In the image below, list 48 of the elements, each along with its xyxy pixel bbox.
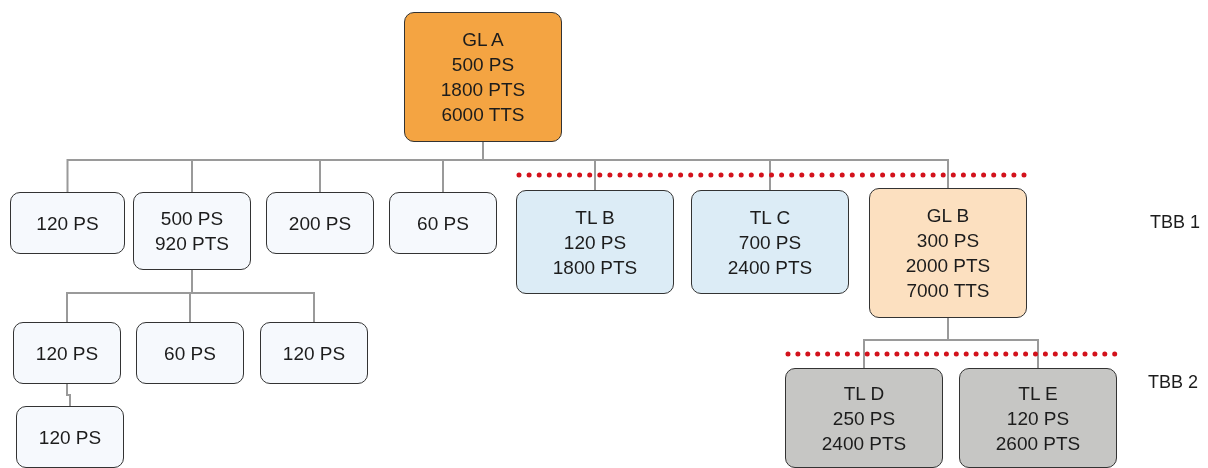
org-box: [136, 322, 244, 384]
box-text: 7000 TTS: [906, 279, 990, 303]
org-box: [13, 322, 121, 384]
box-text: 2000 PTS: [905, 254, 991, 278]
connector-line: [947, 317, 1039, 369]
box-text: TL E: [1018, 381, 1058, 406]
box-text: TL C: [749, 205, 791, 230]
box-text: 1800 PTS: [552, 255, 638, 280]
connector-line: [66, 383, 71, 407]
tier-label: TBB 1: [1150, 212, 1201, 233]
box-text: 200 PS: [288, 211, 352, 236]
box-text: 120 PS: [35, 341, 99, 366]
box-text: 2400 PTS: [727, 255, 813, 280]
org-box: [10, 192, 125, 254]
box-text: 500 PS: [451, 53, 515, 77]
org-box: [691, 190, 849, 294]
box-text: 60 PS: [417, 211, 469, 236]
connector-line: [191, 269, 315, 323]
box-text: 300 PS: [916, 229, 980, 253]
box-text: GL A: [462, 28, 504, 52]
box-text: GL B: [926, 204, 970, 228]
org-box: [869, 188, 1027, 318]
tier-label: TBB 2: [1148, 372, 1199, 393]
org-box: [785, 368, 943, 468]
org-box: [959, 368, 1117, 468]
box-text: 120 PS: [38, 425, 102, 450]
box-text: 6000 TTS: [441, 103, 525, 127]
box-text: 920 PTS: [155, 232, 229, 256]
box-text: 500 PS: [160, 207, 224, 231]
box-text: 700 PS: [738, 230, 802, 255]
org-box: [516, 190, 674, 294]
org-box: [260, 322, 368, 384]
org-box: [404, 12, 562, 142]
box-text: 2400 PTS: [821, 431, 907, 456]
box-text: 120 PS: [1006, 406, 1070, 431]
box-text: 120 PS: [36, 211, 99, 236]
org-box: [266, 192, 374, 254]
box-text: TL D: [843, 381, 885, 406]
box-text: TL B: [575, 205, 615, 230]
box-text: 1800 PTS: [440, 78, 526, 102]
box-text: 120 PS: [563, 230, 627, 255]
box-text: 250 PS: [832, 406, 896, 431]
box-text: 120 PS: [282, 341, 346, 366]
org-box: [389, 192, 497, 254]
org-box: [16, 406, 124, 468]
box-text: 60 PS: [164, 341, 216, 366]
box-text: 2600 PTS: [995, 431, 1081, 456]
org-box: [133, 192, 251, 270]
